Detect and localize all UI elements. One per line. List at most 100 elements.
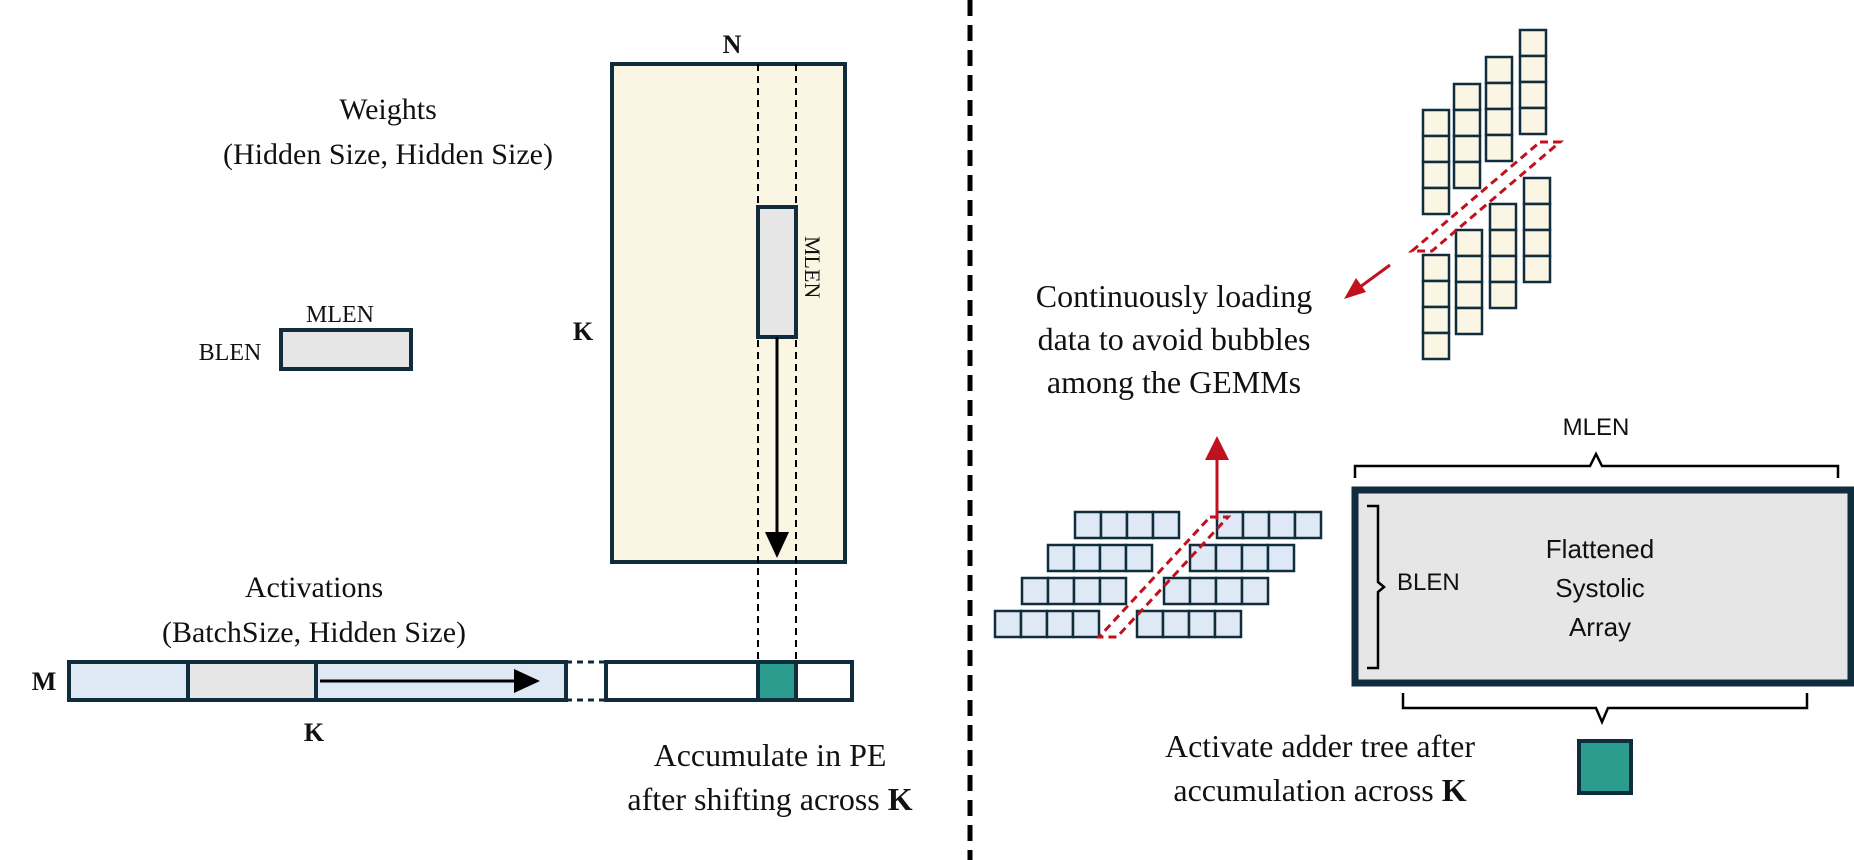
right-panel: Continuously loading data to avoid bubbl… <box>993 28 1854 808</box>
activation-row-stacks <box>993 510 1323 639</box>
activation-cell <box>1046 543 1076 573</box>
weight-cell <box>1522 228 1552 258</box>
array-title-line1: Flattened <box>1546 534 1654 564</box>
weight-cell <box>1522 202 1552 232</box>
weight-cell <box>1484 107 1514 137</box>
activation-cell <box>1045 609 1075 639</box>
activation-cell <box>1240 543 1270 573</box>
activation-cell <box>1266 543 1296 573</box>
legend-tile <box>279 328 413 371</box>
activation-cell <box>1214 576 1244 606</box>
activation-cell <box>1124 543 1154 573</box>
weights-matrix <box>610 62 847 564</box>
weight-cell <box>1421 305 1451 335</box>
weights-k-label: K <box>573 317 594 346</box>
array-title-line2: Systolic <box>1555 573 1645 603</box>
weight-cell <box>1452 82 1482 112</box>
flattened-systolic-array <box>1351 486 1854 687</box>
activation-cell <box>993 609 1023 639</box>
activation-cell <box>1293 510 1323 540</box>
activation-cell <box>1135 609 1165 639</box>
weight-cell <box>1454 280 1484 310</box>
weight-cell <box>1452 160 1482 190</box>
weights-load-arrow <box>1359 263 1391 289</box>
activation-cell <box>1072 576 1102 606</box>
activations-m-label: M <box>32 667 57 696</box>
activation-cell <box>1151 510 1181 540</box>
activation-cell <box>1099 510 1129 540</box>
loading-line1: Continuously loading <box>1036 278 1312 314</box>
adder-line2: accumulation across K <box>1173 772 1466 808</box>
activation-cell <box>1188 576 1218 606</box>
weights-shape: (Hidden Size, Hidden Size) <box>223 138 553 171</box>
weight-cell <box>1421 108 1451 138</box>
left-panel: Weights (Hidden Size, Hidden Size) N K M… <box>32 30 913 817</box>
adder-line2-prefix: accumulation across <box>1173 772 1441 808</box>
weight-cell <box>1421 279 1451 309</box>
activations-active-tile <box>186 660 318 702</box>
activation-cell <box>1098 543 1128 573</box>
array-blen-label: BLEN <box>1397 569 1460 596</box>
weights-n-label: N <box>723 30 742 59</box>
weight-cell <box>1488 202 1518 232</box>
weight-cell <box>1484 81 1514 111</box>
activation-cell <box>1073 510 1103 540</box>
adder-line2-bold: K <box>1442 772 1467 808</box>
weight-cell <box>1484 133 1514 163</box>
adder-tree-output-cell <box>1577 739 1633 795</box>
weight-cell <box>1522 176 1552 206</box>
weight-cell <box>1421 253 1451 283</box>
activation-cell <box>1046 576 1076 606</box>
weights-mlen-label: MLEN <box>800 236 825 298</box>
activation-cell <box>1072 543 1102 573</box>
accumulate-line2-prefix: after shifting across <box>627 781 887 817</box>
adder-tree-brace <box>1401 693 1809 726</box>
tile-mlen-label: MLEN <box>306 302 374 328</box>
accumulate-line2: after shifting across K <box>627 781 912 817</box>
loading-line3: among the GEMMs <box>1047 364 1301 400</box>
activation-cell <box>1019 609 1049 639</box>
activation-cell <box>1188 543 1218 573</box>
adder-line1: Activate adder tree after <box>1165 728 1475 764</box>
weight-cell <box>1454 306 1484 336</box>
weight-cell <box>1421 186 1451 216</box>
activation-cell <box>1267 510 1297 540</box>
accumulate-line1: Accumulate in PE <box>654 737 887 773</box>
activation-cell <box>1020 576 1050 606</box>
activation-cell <box>1213 609 1243 639</box>
weight-cell <box>1488 254 1518 284</box>
activations-shape: (BatchSize, Hidden Size) <box>162 616 466 649</box>
array-blen-brace <box>1367 504 1386 670</box>
activation-cell <box>1161 609 1191 639</box>
weight-cell <box>1454 254 1484 284</box>
weight-cell <box>1452 108 1482 138</box>
activation-cell <box>1125 510 1155 540</box>
weight-cell <box>1484 55 1514 85</box>
activation-cell <box>1214 543 1244 573</box>
array-mlen-label: MLEN <box>1563 414 1630 441</box>
weight-cell <box>1454 228 1484 258</box>
weight-cell <box>1518 54 1548 84</box>
activations-load-arrowhead <box>1205 436 1229 460</box>
activation-cell <box>1241 510 1271 540</box>
weight-cell <box>1421 331 1451 361</box>
activations-shift-arrowhead <box>514 669 540 693</box>
weight-cell <box>1518 28 1548 58</box>
activations-diagonal-highlight <box>1095 515 1232 639</box>
weight-cell <box>1522 254 1552 284</box>
weight-cell <box>1452 134 1482 164</box>
activation-cell <box>1098 576 1128 606</box>
weights-mlen-tile <box>756 205 798 339</box>
activations-title: Activations <box>245 571 383 604</box>
weight-column-stacks <box>1421 28 1552 361</box>
tile-blen-label: BLEN <box>199 340 262 366</box>
weight-cell <box>1421 134 1451 164</box>
weights-diagonal-highlight <box>1407 140 1565 253</box>
weights-load-arrowhead <box>1344 278 1366 299</box>
weight-cell <box>1518 106 1548 136</box>
pe-accumulator-cell <box>756 660 798 702</box>
activation-cell <box>1187 609 1217 639</box>
weight-cell <box>1421 160 1451 190</box>
weight-cell <box>1488 228 1518 258</box>
